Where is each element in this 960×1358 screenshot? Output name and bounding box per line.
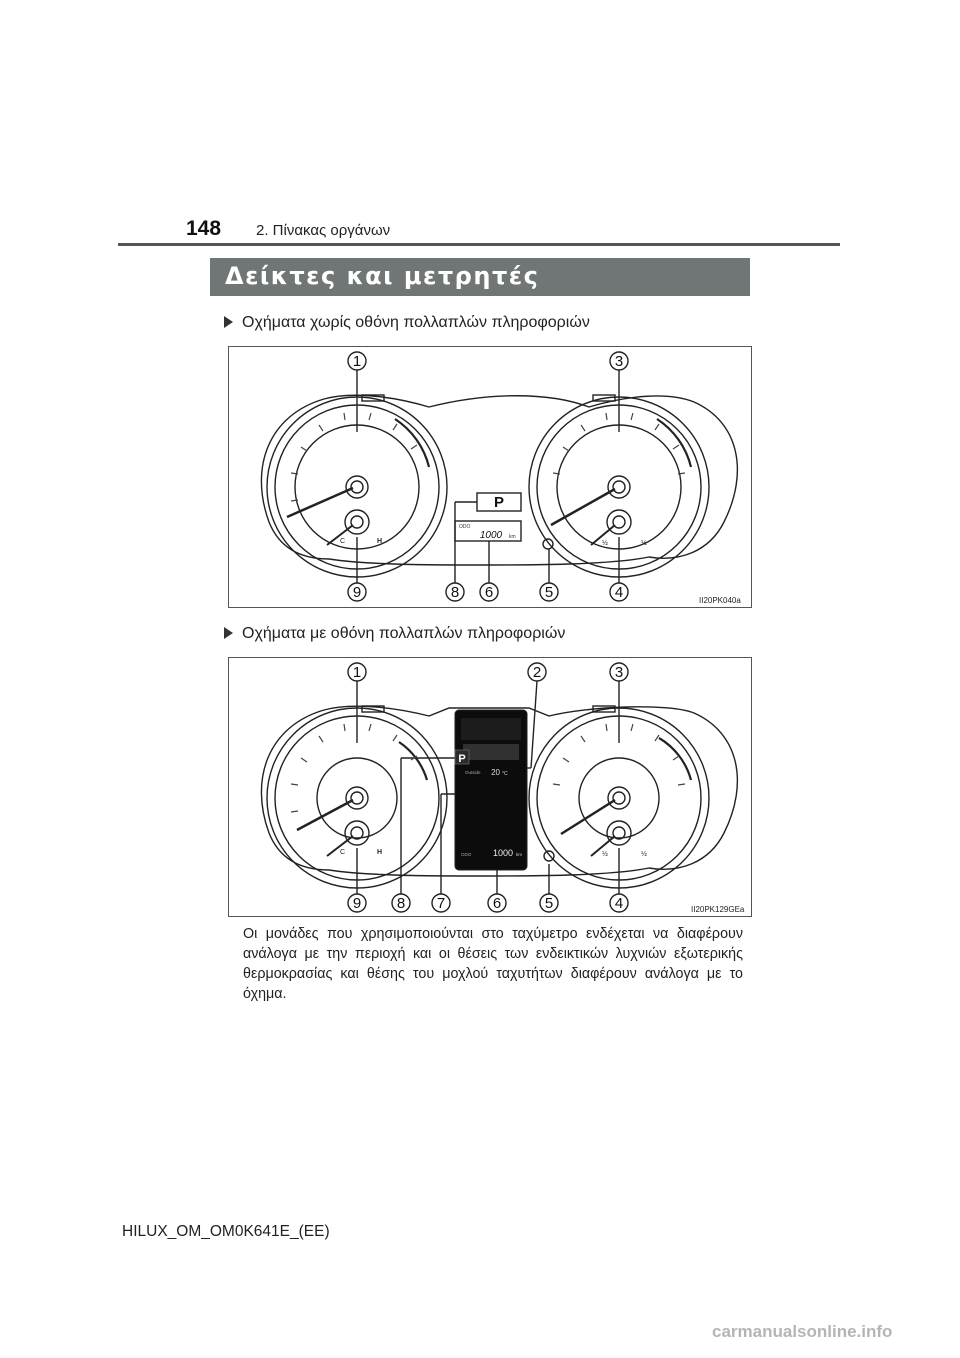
outside-temp-value: 20 bbox=[491, 768, 500, 777]
variant-text: Οχήματα χωρίς οθόνη πολλαπλών πληροφοριώ… bbox=[242, 314, 590, 331]
callout-8: 8 bbox=[397, 895, 405, 912]
outside-temp-unit: °C bbox=[502, 771, 508, 777]
callout-5: 5 bbox=[545, 895, 553, 912]
vent-left bbox=[361, 394, 385, 402]
variant-text: Οχήματα με οθόνη πολλαπλών πληροφοριών bbox=[242, 625, 566, 642]
callout-5: 5 bbox=[545, 584, 553, 601]
odometer-unit: km bbox=[516, 852, 522, 857]
mid-gradient-bar bbox=[463, 744, 519, 760]
odo-label: ODO bbox=[461, 852, 472, 857]
shift-indicator-text: P bbox=[494, 494, 504, 511]
fuel-half-mark-left: ½ bbox=[602, 539, 608, 547]
page-number: 148 bbox=[186, 217, 222, 240]
mid-top-area bbox=[461, 718, 521, 740]
cluster-illustration-1: 1 3 9 8 6 5 4 P ODO 1000 km C H ½ ½ II20… bbox=[260, 351, 741, 605]
temp-hot-mark: H bbox=[377, 849, 382, 856]
variant-label-with-mid: Οχήματα με οθόνη πολλαπλών πληροφοριών bbox=[224, 625, 565, 643]
vent-right bbox=[592, 394, 616, 402]
callout-6: 6 bbox=[485, 584, 493, 601]
cluster-illustration-2: P Outside 20 °C ODO 1000 km 1 2 3 9 8 7 … bbox=[260, 662, 745, 914]
callout-9: 9 bbox=[353, 584, 361, 601]
header-divider bbox=[118, 243, 840, 246]
odometer-value: 1000 bbox=[493, 848, 513, 858]
odometer-unit: km bbox=[509, 534, 516, 540]
note-paragraph: Οι μονάδες που χρησιμοποιούνται στο ταχύ… bbox=[243, 926, 743, 1002]
odometer-value: 1000 bbox=[480, 530, 503, 541]
cluster-figure-no-mid: 1 3 9 8 6 5 4 P ODO 1000 km C H ½ ½ II20… bbox=[228, 346, 752, 608]
callout-8: 8 bbox=[451, 584, 459, 601]
bullet-triangle-icon bbox=[224, 627, 233, 639]
fuel-half-mark-left: ½ bbox=[602, 850, 608, 858]
watermark: carmanualsonline.info bbox=[712, 1322, 893, 1341]
section-title: Δείκτες και μετρητές bbox=[225, 262, 540, 290]
callout-9: 9 bbox=[353, 895, 361, 912]
odo-label: ODO bbox=[459, 524, 471, 530]
mid-shift-box bbox=[454, 749, 470, 765]
fuel-half-mark-right: ½ bbox=[641, 850, 647, 858]
callout-2: 2 bbox=[533, 664, 541, 681]
figure-code: II20PK129GEa bbox=[691, 905, 745, 914]
chapter-title: 2. Πίνακας οργάνων bbox=[256, 222, 391, 239]
indicator-lamp bbox=[542, 538, 554, 550]
callout-1: 1 bbox=[353, 353, 361, 370]
callout-4: 4 bbox=[615, 895, 623, 912]
callout-3: 3 bbox=[615, 664, 623, 681]
footer-code: HILUX_OM_OM0K641E_(EE) bbox=[122, 1223, 330, 1240]
cluster-figure-with-mid: P Outside 20 °C ODO 1000 km 1 2 3 9 8 7 … bbox=[228, 657, 752, 917]
temp-hot-mark: H bbox=[377, 538, 382, 545]
temp-cold-mark: C bbox=[340, 849, 345, 856]
temp-cold-mark: C bbox=[340, 538, 345, 545]
mid-shift-indicator: P bbox=[458, 753, 465, 765]
variant-label-no-mid: Οχήματα χωρίς οθόνη πολλαπλών πληροφοριώ… bbox=[224, 314, 590, 332]
callout-4: 4 bbox=[615, 584, 623, 601]
callout-3: 3 bbox=[615, 353, 623, 370]
figure-code: II20PK040a bbox=[699, 596, 741, 605]
callout-7: 7 bbox=[437, 895, 445, 912]
outside-label: Outside bbox=[465, 770, 481, 775]
section-title-bar bbox=[210, 258, 750, 296]
fuel-half-mark-right: ½ bbox=[641, 539, 647, 547]
callout-6: 6 bbox=[493, 895, 501, 912]
callout-1: 1 bbox=[353, 664, 361, 681]
bullet-triangle-icon bbox=[224, 316, 233, 328]
